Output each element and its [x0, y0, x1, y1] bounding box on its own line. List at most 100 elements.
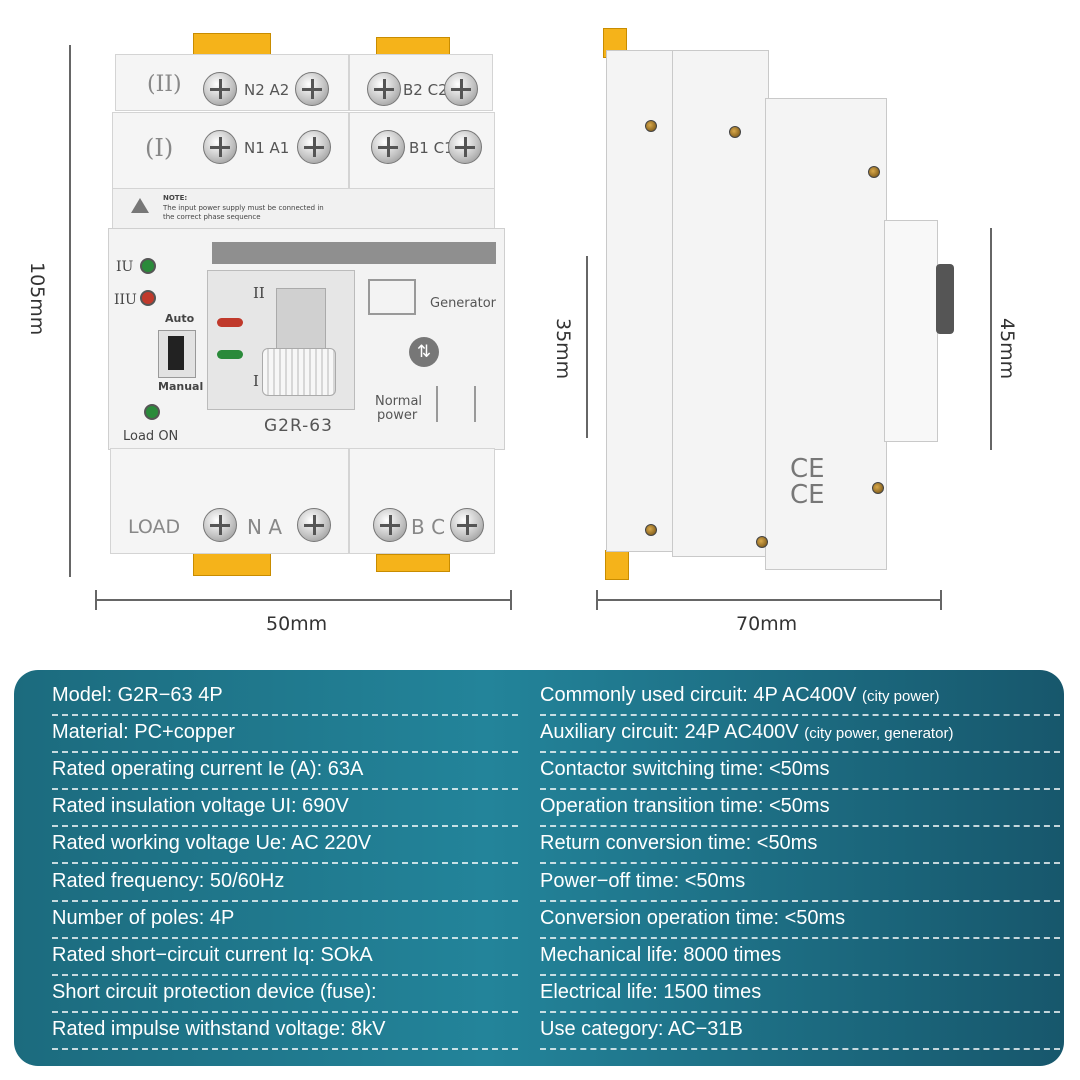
- screw-terminal: [444, 72, 478, 106]
- spec-row-left: Short circuit protection device (fuse):: [52, 974, 518, 1013]
- ce-mark-top: CE: [790, 454, 825, 484]
- ce-mark-bottom: CE: [790, 480, 825, 510]
- rivet: [868, 166, 880, 178]
- spec-row-left: Rated short−circuit current Iq: SOkA: [52, 937, 518, 976]
- spec-row-right: Power−off time: <50ms: [540, 863, 1060, 902]
- spec-row-right: Auxiliary circuit: 24P AC400V (city powe…: [540, 714, 1060, 754]
- auto-label: Auto: [165, 312, 195, 325]
- spec-text: Electrical life: 1500 times: [540, 980, 762, 1003]
- rivet: [645, 120, 657, 132]
- side-din-clip-bottom: [605, 550, 629, 580]
- spec-row-right: Mechanical life: 8000 times: [540, 937, 1060, 976]
- device-side-view: CE CE: [600, 28, 960, 588]
- screw-terminal: [448, 130, 482, 164]
- screw-terminal: [297, 508, 331, 542]
- depth-dimension-label: 70mm: [736, 613, 798, 635]
- side-body-right: [765, 98, 887, 570]
- rivet: [872, 482, 884, 494]
- spec-text: Mechanical life: 8000 times: [540, 943, 782, 966]
- load-label: LOAD: [128, 516, 181, 538]
- row-ii-roman-label: (II): [147, 72, 182, 97]
- normal-power-label-1: Normal: [375, 394, 423, 409]
- screw-terminal: [203, 508, 237, 542]
- spec-row-right: Conversion operation time: <50ms: [540, 900, 1060, 939]
- spec-row-right: Electrical life: 1500 times: [540, 974, 1060, 1013]
- position-ii-led: [217, 318, 243, 327]
- iiu-led-label: IIU: [114, 292, 137, 308]
- spec-row-right: Use category: AC−31B: [540, 1011, 1060, 1050]
- terminal-b1c1-label: B1 C1: [409, 139, 454, 157]
- spec-text: Contactor switching time: <50ms: [540, 758, 830, 781]
- power-tower-icon: [436, 386, 476, 422]
- screw-terminal: [367, 72, 401, 106]
- spec-row-left: Rated frequency: 50/60Hz: [52, 863, 518, 902]
- spec-note: (city power, generator): [804, 725, 954, 743]
- screw-terminal: [203, 72, 237, 106]
- din-clip-bottom-left: [193, 552, 271, 576]
- load-on-label: Load ON: [123, 429, 179, 444]
- depth-dimension-line: [596, 599, 941, 601]
- spec-note: (city power): [862, 688, 940, 705]
- rivet: [645, 524, 657, 536]
- spec-row-left: Material: PC+copper: [52, 714, 518, 754]
- note-title: NOTE:: [163, 194, 188, 202]
- terminal-bc-label: B C: [411, 515, 446, 539]
- iu-indicator-led: [140, 258, 156, 274]
- position-i-led: [217, 350, 243, 359]
- depth-dimension-tick-right: [940, 590, 942, 610]
- terminal-b2c2-label: B2 C2: [403, 81, 448, 99]
- spec-text: Commonly used circuit: 4P AC400V: [540, 684, 863, 706]
- terminal-n1a1-label: N1 A1: [244, 139, 290, 157]
- rivet: [729, 126, 741, 138]
- iiu-indicator-led: [140, 290, 156, 306]
- width-dimension-line: [95, 599, 511, 601]
- height-dimension-line: [69, 45, 71, 577]
- side-body-left: [672, 50, 769, 557]
- generator-label: Generator: [430, 296, 497, 311]
- spec-row-left: Rated working voltage Ue: AC 220V: [52, 825, 518, 865]
- load-on-led: [144, 404, 160, 420]
- spec-row-right: Commonly used circuit: 4P AC400V (city p…: [540, 677, 1060, 716]
- device-front-view: (II) N2 A2 B2 C2 (I) N1 A1 B1 C1 NOTE: T…: [108, 33, 505, 576]
- warning-triangle-icon: [131, 198, 149, 213]
- normal-power-label-2: power: [377, 408, 418, 423]
- spec-row-left: Rated impulse withstand voltage: 8kV: [52, 1011, 518, 1050]
- note-line-1: The input power supply must be connected…: [163, 204, 324, 212]
- spec-text: Operation transition time: <50ms: [540, 795, 830, 818]
- manual-label: Manual: [158, 380, 204, 393]
- screw-terminal: [203, 130, 237, 164]
- transfer-arrows-icon: ⇅: [409, 337, 439, 367]
- spec-text: Auxiliary circuit: 24P AC400V: [540, 721, 805, 744]
- spec-row-right: Contactor switching time: <50ms: [540, 751, 1060, 791]
- terminal-n2a2-label: N2 A2: [244, 81, 290, 99]
- label-window-bar: [212, 242, 496, 264]
- spec-text: Conversion operation time: <50ms: [540, 906, 846, 929]
- handle-position-i: I: [253, 372, 259, 390]
- screw-terminal: [371, 130, 405, 164]
- spec-row-left: Rated operating current Ie (A): 63A: [52, 751, 518, 791]
- handle-position-ii: II: [253, 284, 265, 302]
- screw-terminal: [450, 508, 484, 542]
- spec-text: Power−off time: <50ms: [540, 869, 746, 892]
- spec-text: Use category: AC−31B: [540, 1017, 743, 1040]
- switch-toggle[interactable]: [168, 336, 184, 370]
- warning-note-strip: [112, 188, 495, 230]
- handle-height-line: [586, 256, 588, 438]
- spec-row-left: Rated insulation voltage UI: 690V: [52, 788, 518, 828]
- terminal-na-label: N A: [247, 515, 282, 539]
- din-clip-bottom-right: [376, 554, 450, 572]
- body-height-line: [990, 228, 992, 450]
- note-line-2: the correct phase sequence: [163, 213, 261, 221]
- rivet: [756, 536, 768, 548]
- depth-dimension-tick-left: [596, 590, 598, 610]
- switching-handle[interactable]: [262, 348, 336, 396]
- spec-row-left: Model: G2R−63 4P: [52, 677, 518, 716]
- iu-led-label: IU: [116, 259, 134, 275]
- spec-row-left: Number of poles: 4P: [52, 900, 518, 939]
- row-i-roman-label: (I): [145, 134, 174, 162]
- width-dimension-tick-left: [95, 590, 97, 610]
- screw-terminal: [297, 130, 331, 164]
- model-label: G2R-63: [264, 416, 333, 436]
- width-dimension-label: 50mm: [266, 613, 328, 635]
